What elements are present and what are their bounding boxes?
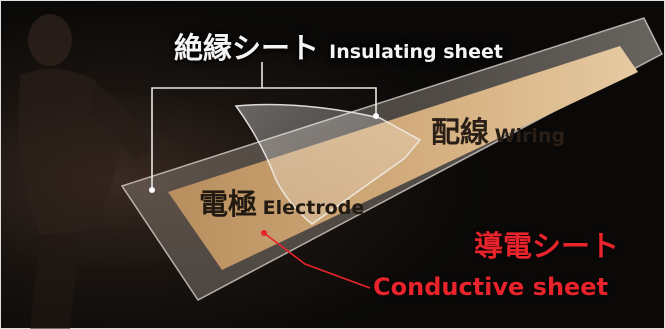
conductive-sheet-ja: 導電シート <box>474 229 620 263</box>
electrode-label: 電極 Electrode <box>199 190 364 219</box>
bracket-dot-left <box>149 187 155 193</box>
person-silhouette <box>18 14 150 329</box>
conductive-leader-dot <box>261 230 267 236</box>
wiring-en: Wiring <box>494 125 566 147</box>
electrode-en: Electrode <box>262 197 365 219</box>
insulating-en: Insulating sheet <box>329 41 503 63</box>
insulating-ja: 絶縁シート <box>174 31 320 65</box>
insulating-flap <box>234 103 422 225</box>
insulating-sheet-label: 絶縁シート Insulating sheet <box>174 34 503 63</box>
conductive-sheet-en: Conductive sheet <box>373 273 609 301</box>
conductive-leader <box>263 232 371 289</box>
electrode-ja: 電極 <box>199 187 258 221</box>
wiring-ja: 配線 <box>431 115 490 149</box>
bracket-dot-right <box>373 113 379 119</box>
insulating-bracket <box>151 87 377 190</box>
wiring-label: 配線 Wiring <box>431 118 565 147</box>
